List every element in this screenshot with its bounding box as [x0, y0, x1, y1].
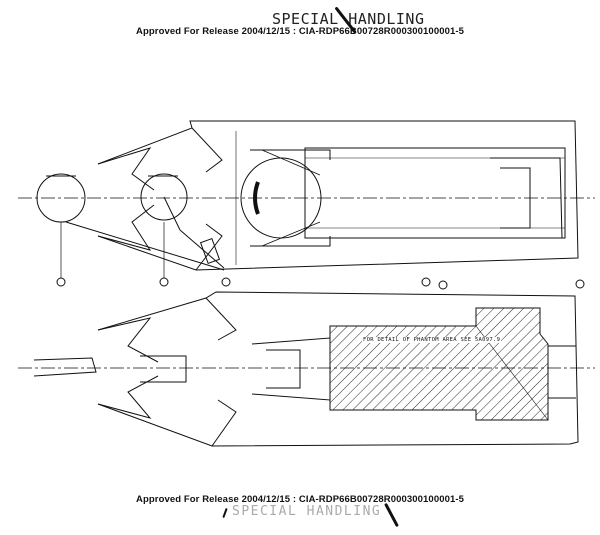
- hull-outline-bottom: [97, 291, 579, 447]
- phantom-area-hatch: [329, 307, 549, 421]
- release-line-top: Approved For Release 2004/12/15 : CIA-RD…: [136, 26, 464, 37]
- phantom-area-annotation: FOR DETAIL OF PHANTOM AREA SEE 5A097.9: [362, 337, 502, 343]
- special-handling-stamp-bottom: SPECIAL HANDLING: [232, 504, 382, 519]
- release-line-bottom: Approved For Release 2004/12/15 : CIA-RD…: [136, 494, 464, 505]
- dome-middle: [140, 173, 188, 221]
- hull-outline-top: [97, 120, 579, 271]
- special-handling-stamp-top: SPECIAL HANDLING: [272, 10, 425, 28]
- dome-large: [240, 157, 322, 239]
